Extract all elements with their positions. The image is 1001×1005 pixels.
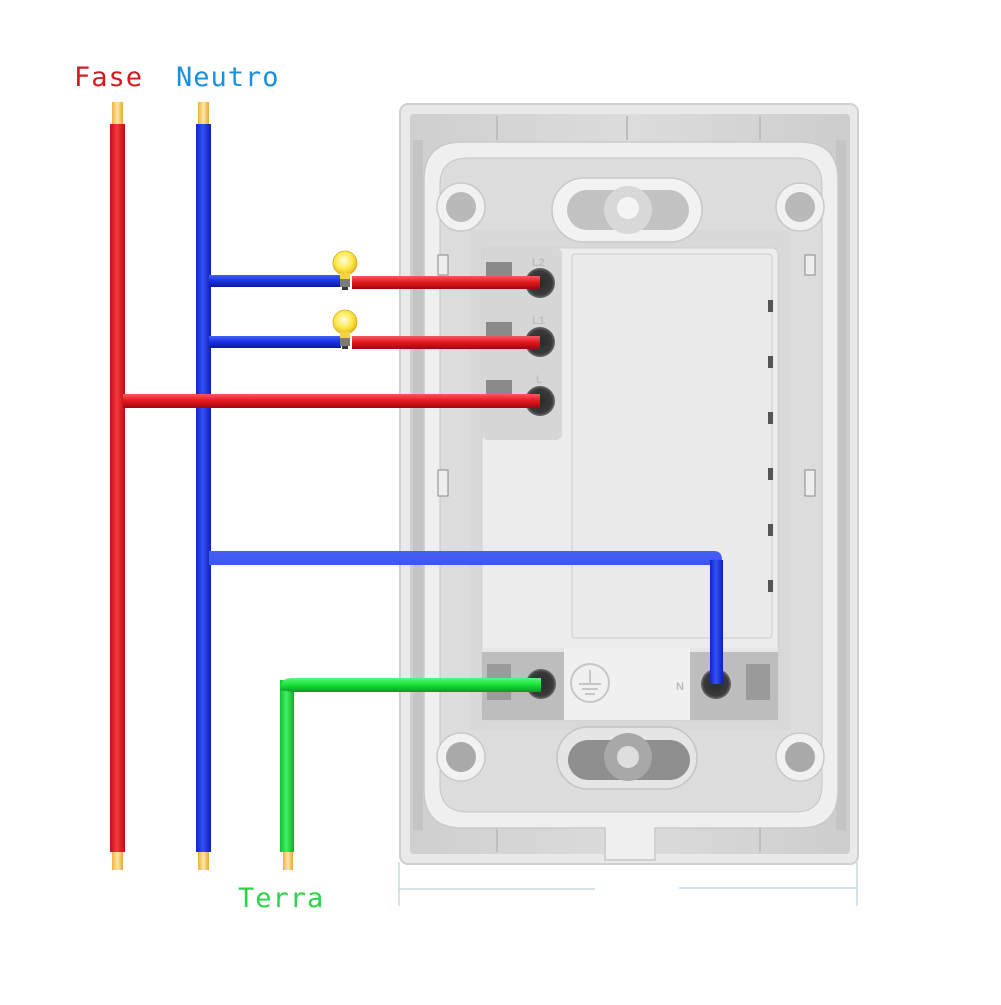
light-bulb-icon	[332, 250, 358, 290]
terminal-label-n: N	[676, 681, 684, 693]
fase-label: Fase	[74, 62, 144, 93]
dimension-line	[398, 862, 858, 906]
mounting-slot-top	[551, 177, 703, 243]
terra-wire	[280, 678, 541, 870]
terminal-label-l1: L1	[532, 315, 545, 327]
mounting-slot-bottom	[556, 726, 698, 790]
switch-module	[481, 247, 779, 721]
light-bulb-icon	[332, 309, 358, 349]
terminal-label-l: L	[536, 374, 543, 386]
lamp-output-wire-l2	[352, 276, 540, 289]
mounting-hole-bottom-right	[775, 732, 825, 782]
mounting-hole-top-right	[775, 182, 825, 232]
earth-ground-icon	[570, 663, 610, 703]
terminal-label-l2: L2	[532, 257, 545, 269]
neutro-wire	[196, 102, 723, 870]
lamp-output-wire-l1	[352, 336, 540, 349]
fase-wire	[110, 102, 540, 870]
neutro-label: Neutro	[176, 62, 280, 93]
mounting-hole-top-left	[436, 182, 486, 232]
terra-label: Terra	[238, 883, 325, 914]
mounting-hole-bottom-left	[436, 732, 486, 782]
switch-plate: L2 L1 L N	[399, 103, 859, 865]
